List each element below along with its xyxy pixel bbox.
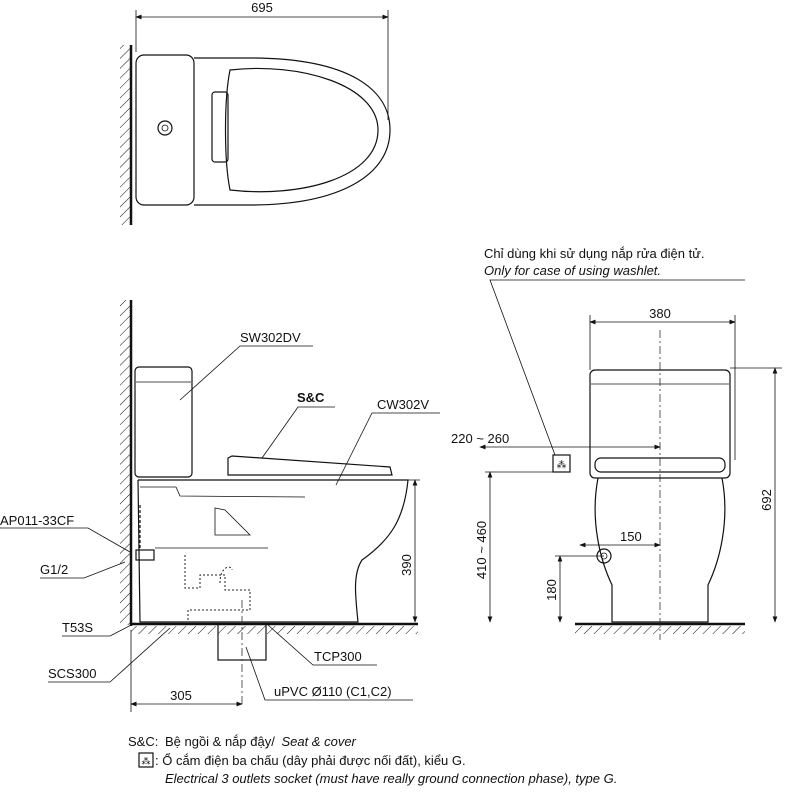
dim-180: 180 (544, 579, 559, 601)
wall-hatch (120, 300, 130, 625)
leader-tank (179, 345, 313, 401)
dim-695: 695 (251, 0, 273, 15)
seat-side (227, 455, 393, 476)
seat-lid-top (224, 67, 379, 193)
leader-sc (261, 406, 335, 459)
label-tcp300: TCP300 (314, 649, 362, 664)
tank-side (134, 366, 193, 478)
leader-pipe (245, 646, 413, 701)
wall-hatch (120, 45, 130, 225)
legend-sc-line: S&C: Bệ ngồi & nắp đậy/ Seat & cover (128, 734, 357, 749)
socket-icon (552, 454, 571, 473)
top-view: 695 (120, 0, 391, 225)
label-upvc: uPVC Ø110 (C1,C2) (274, 684, 392, 699)
label-cw302v: CW302V (377, 397, 429, 412)
leader-valve (0, 527, 131, 553)
leader-thread (40, 561, 126, 579)
bowl-outline-top (194, 57, 391, 206)
bowl-front (594, 477, 726, 623)
flush-button (157, 120, 173, 136)
hinge (211, 91, 229, 163)
dim-410-460: 410 ~ 460 (474, 521, 489, 579)
label-ap011-33cf: AP011-33CF (0, 513, 74, 528)
legend-sc-key: S&C: (128, 734, 158, 749)
floor-hatch (131, 626, 418, 634)
label-sw302dv: SW302DV (240, 330, 301, 345)
legend-socket-vi: : Ổ cắm điện ba chấu (dây phải được nối … (155, 753, 466, 768)
flush-button-inner (161, 124, 169, 132)
label-scs300: SCS300 (48, 666, 96, 681)
valve-side (135, 549, 155, 561)
legend-sc-en: Seat & cover (281, 734, 356, 749)
dim-380: 380 (649, 306, 671, 321)
label-g12: G1/2 (40, 562, 68, 577)
leader-adapter (267, 624, 377, 666)
tank-top (135, 54, 195, 206)
legend-sc-vi: Bệ ngồi & nắp đậy/ (165, 734, 275, 749)
dim-305: 305 (170, 688, 192, 703)
trap (214, 507, 251, 536)
dim-692: 692 (759, 489, 774, 511)
socket-glyph: ⁂ (557, 460, 567, 471)
washlet-note-vi: Chỉ dùng khi sử dụng nắp rửa điện tử. (484, 246, 705, 261)
legend-socket-en: Electrical 3 outlets socket (must have r… (165, 771, 617, 786)
washlet-note-en: Only for case of using washlet. (484, 263, 661, 278)
leader-hose (62, 622, 136, 637)
label-sc: S&C (297, 390, 325, 405)
note-leader (489, 279, 745, 456)
rim-inner (175, 486, 306, 498)
legend: S&C: Bệ ngồi & nắp đậy/ Seat & cover ⁂ :… (128, 734, 617, 786)
dim-390: 390 (399, 554, 414, 576)
legend-socket-glyph: ⁂ (142, 756, 151, 766)
label-t53s: T53S (62, 620, 93, 635)
leader-bowl (335, 412, 440, 486)
front-view: Chỉ dùng khi sử dụng nắp rửa điện tử. On… (451, 246, 782, 640)
dim-220-260: 220 ~ 260 (451, 431, 509, 446)
bowl-side (137, 479, 409, 623)
tank-front (589, 369, 731, 479)
side-view: 390 305 SW302DV S&C CW302V AP011-33CF G1… (0, 300, 440, 712)
drain-fitting-hidden (184, 555, 251, 622)
hidden-hook (219, 566, 233, 584)
leader-flange (48, 627, 171, 683)
dim-150: 150 (620, 529, 642, 544)
seat-front (594, 457, 726, 473)
legend-socket-icon (138, 752, 154, 768)
